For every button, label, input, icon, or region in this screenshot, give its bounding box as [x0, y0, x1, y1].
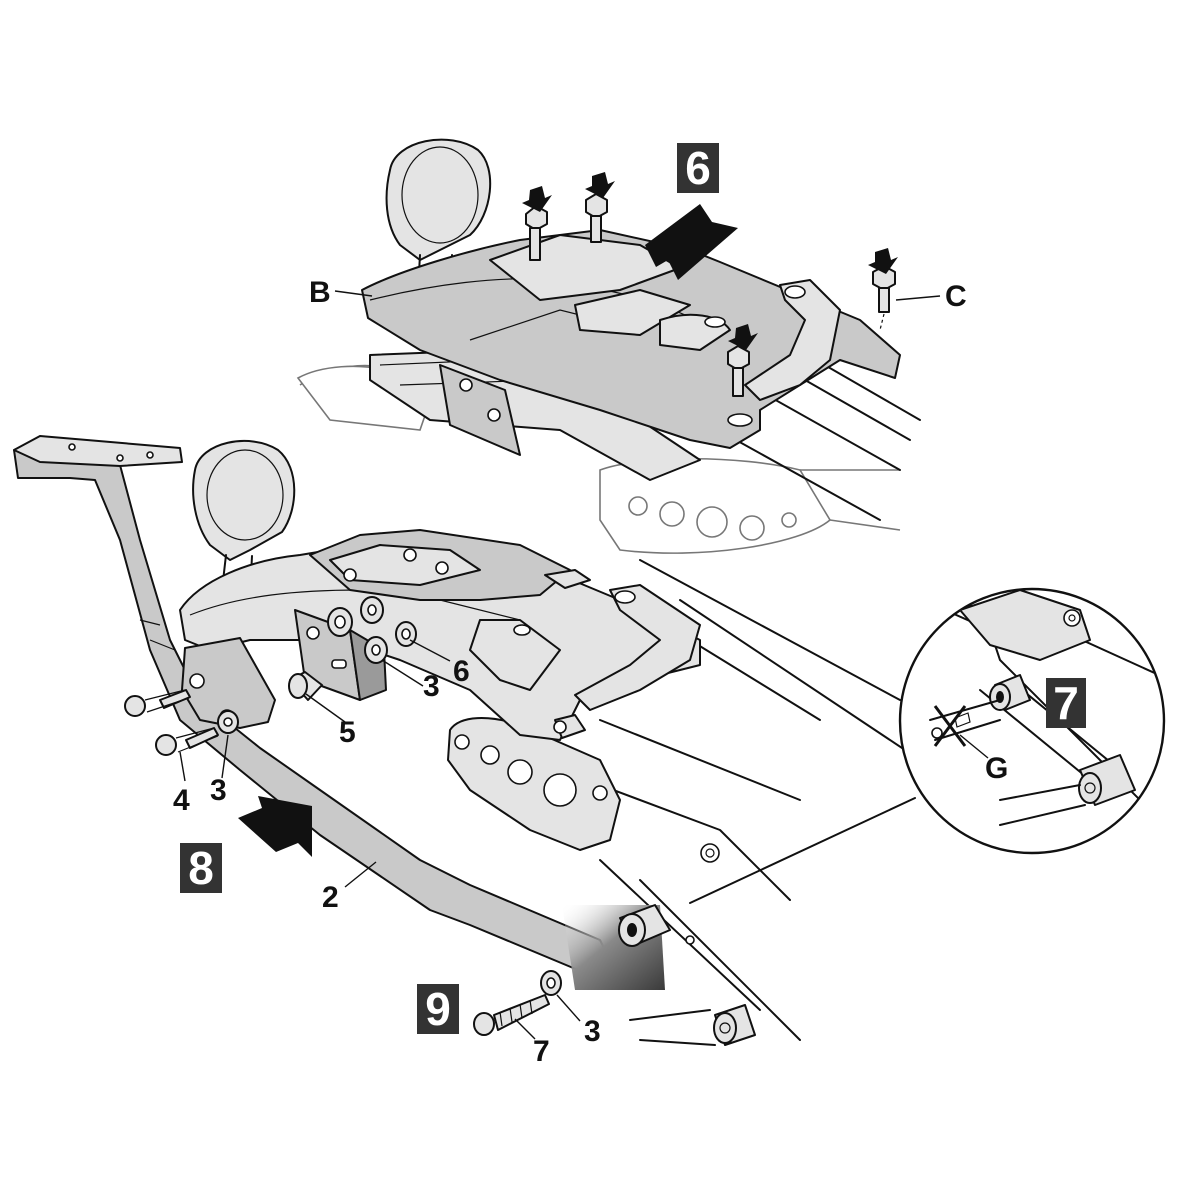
label-c: C [945, 280, 967, 313]
tail-lamp-2 [192, 439, 296, 561]
bolt-1 [525, 205, 548, 261]
svg-text:6: 6 [685, 142, 711, 194]
label-g: G [985, 752, 1008, 785]
detail-circle [898, 587, 1166, 855]
lower-spacer [713, 1004, 756, 1046]
label-part-6: 6 [453, 655, 470, 688]
bracket-2-top [13, 435, 183, 467]
bolt-c [872, 265, 896, 331]
step-box-6: 6 [677, 142, 719, 194]
svg-text:8: 8 [188, 842, 214, 894]
bottom-illustration [13, 435, 921, 1046]
label-part-3-left: 3 [210, 774, 227, 807]
spacers-6 [327, 596, 417, 664]
top-illustration [296, 138, 921, 554]
leader-lines [179, 290, 989, 1040]
c-bracket [744, 279, 841, 401]
step-box-9: 9 [417, 983, 459, 1035]
arrow-down-3 [728, 324, 758, 350]
cross-mark [933, 705, 967, 747]
svg-text:7: 7 [1053, 677, 1079, 729]
big-arrow-8 [238, 796, 312, 857]
step-box-7: 7 [1046, 677, 1086, 729]
label-part-7: 7 [533, 1035, 550, 1068]
label-part-2: 2 [322, 881, 339, 914]
label-part-3-lower: 3 [584, 1015, 601, 1048]
spacer-5 [288, 671, 323, 701]
bolt-3 [727, 345, 750, 397]
spacer-cylinder [618, 904, 671, 947]
svg-text:9: 9 [425, 983, 451, 1035]
bolt-7 [473, 994, 550, 1036]
bolt-4-upper [124, 689, 191, 717]
label-part-4: 4 [173, 784, 190, 817]
label-b: B [309, 276, 331, 309]
c-bracket-2 [574, 584, 701, 711]
arrow-down-2 [585, 172, 615, 198]
arrow-down-1 [522, 186, 552, 212]
bolt-4-lower [155, 727, 219, 756]
tail-lamp [385, 138, 492, 261]
step-box-8: 8 [180, 842, 222, 894]
label-part-5: 5 [339, 716, 356, 749]
label-part-3-upper: 3 [423, 670, 440, 703]
big-arrow-6 [645, 204, 738, 280]
arrow-down-4 [868, 248, 898, 274]
frame-arm [447, 717, 621, 851]
